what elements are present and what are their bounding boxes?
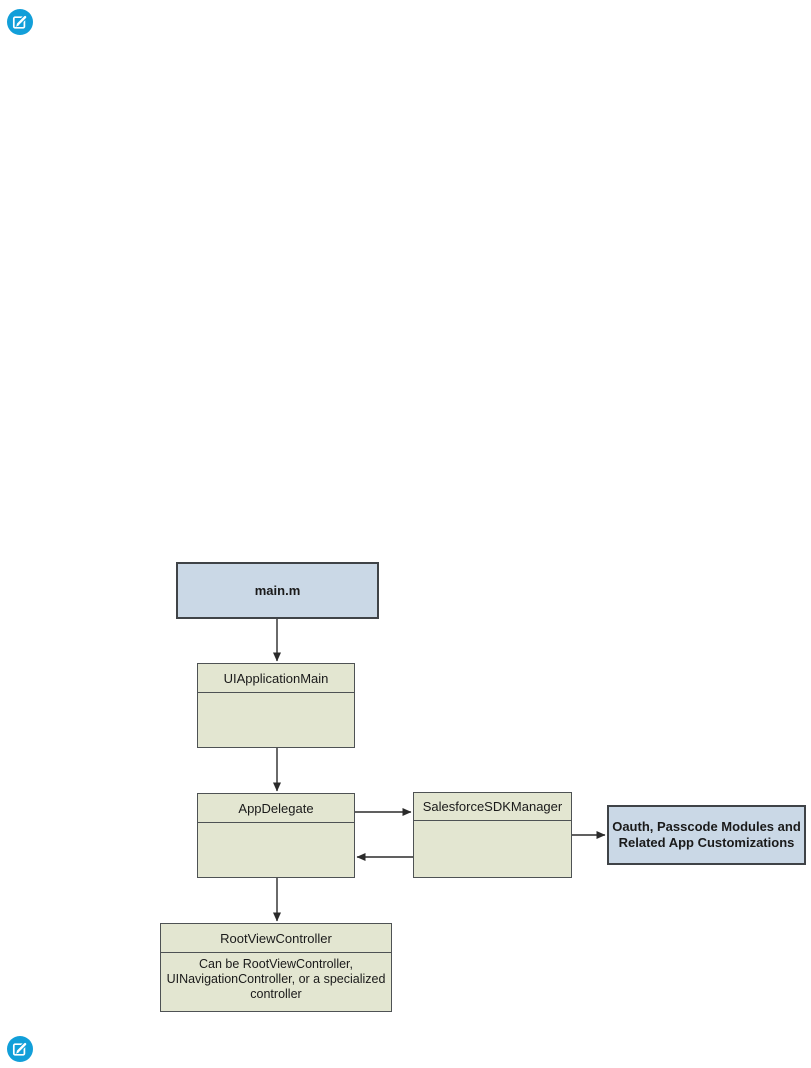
node-uiapplicationmain-body — [198, 693, 354, 697]
node-rootviewcontroller: RootViewController Can be RootViewContro… — [160, 923, 392, 1012]
node-oauth-passcode-modules: Oauth, Passcode Modules and Related App … — [607, 805, 806, 865]
node-rootviewcontroller-body: Can be RootViewController, UINavigationC… — [166, 957, 386, 1001]
node-oauth-passcode-modules-label: Oauth, Passcode Modules and Related App … — [612, 819, 801, 850]
node-salesforcesdkmanager-body — [414, 821, 571, 825]
node-salesforcesdkmanager-title: SalesforceSDKManager — [414, 793, 571, 821]
edit-note-icon-glyph — [7, 9, 33, 35]
node-salesforcesdkmanager: SalesforceSDKManager — [413, 792, 572, 878]
node-appdelegate-title: AppDelegate — [198, 794, 354, 823]
node-uiapplicationmain-title: UIApplicationMain — [198, 664, 354, 693]
edit-note-icon[interactable] — [7, 1036, 33, 1062]
node-appdelegate: AppDelegate — [197, 793, 355, 878]
edit-note-icon-glyph — [7, 1036, 33, 1062]
node-main-m-label: main.m — [254, 583, 301, 598]
node-main-m: main.m — [176, 562, 379, 619]
node-rootviewcontroller-title: RootViewController — [161, 924, 391, 953]
edit-note-icon[interactable] — [7, 9, 33, 35]
node-appdelegate-body — [198, 823, 354, 827]
node-uiapplicationmain: UIApplicationMain — [197, 663, 355, 748]
